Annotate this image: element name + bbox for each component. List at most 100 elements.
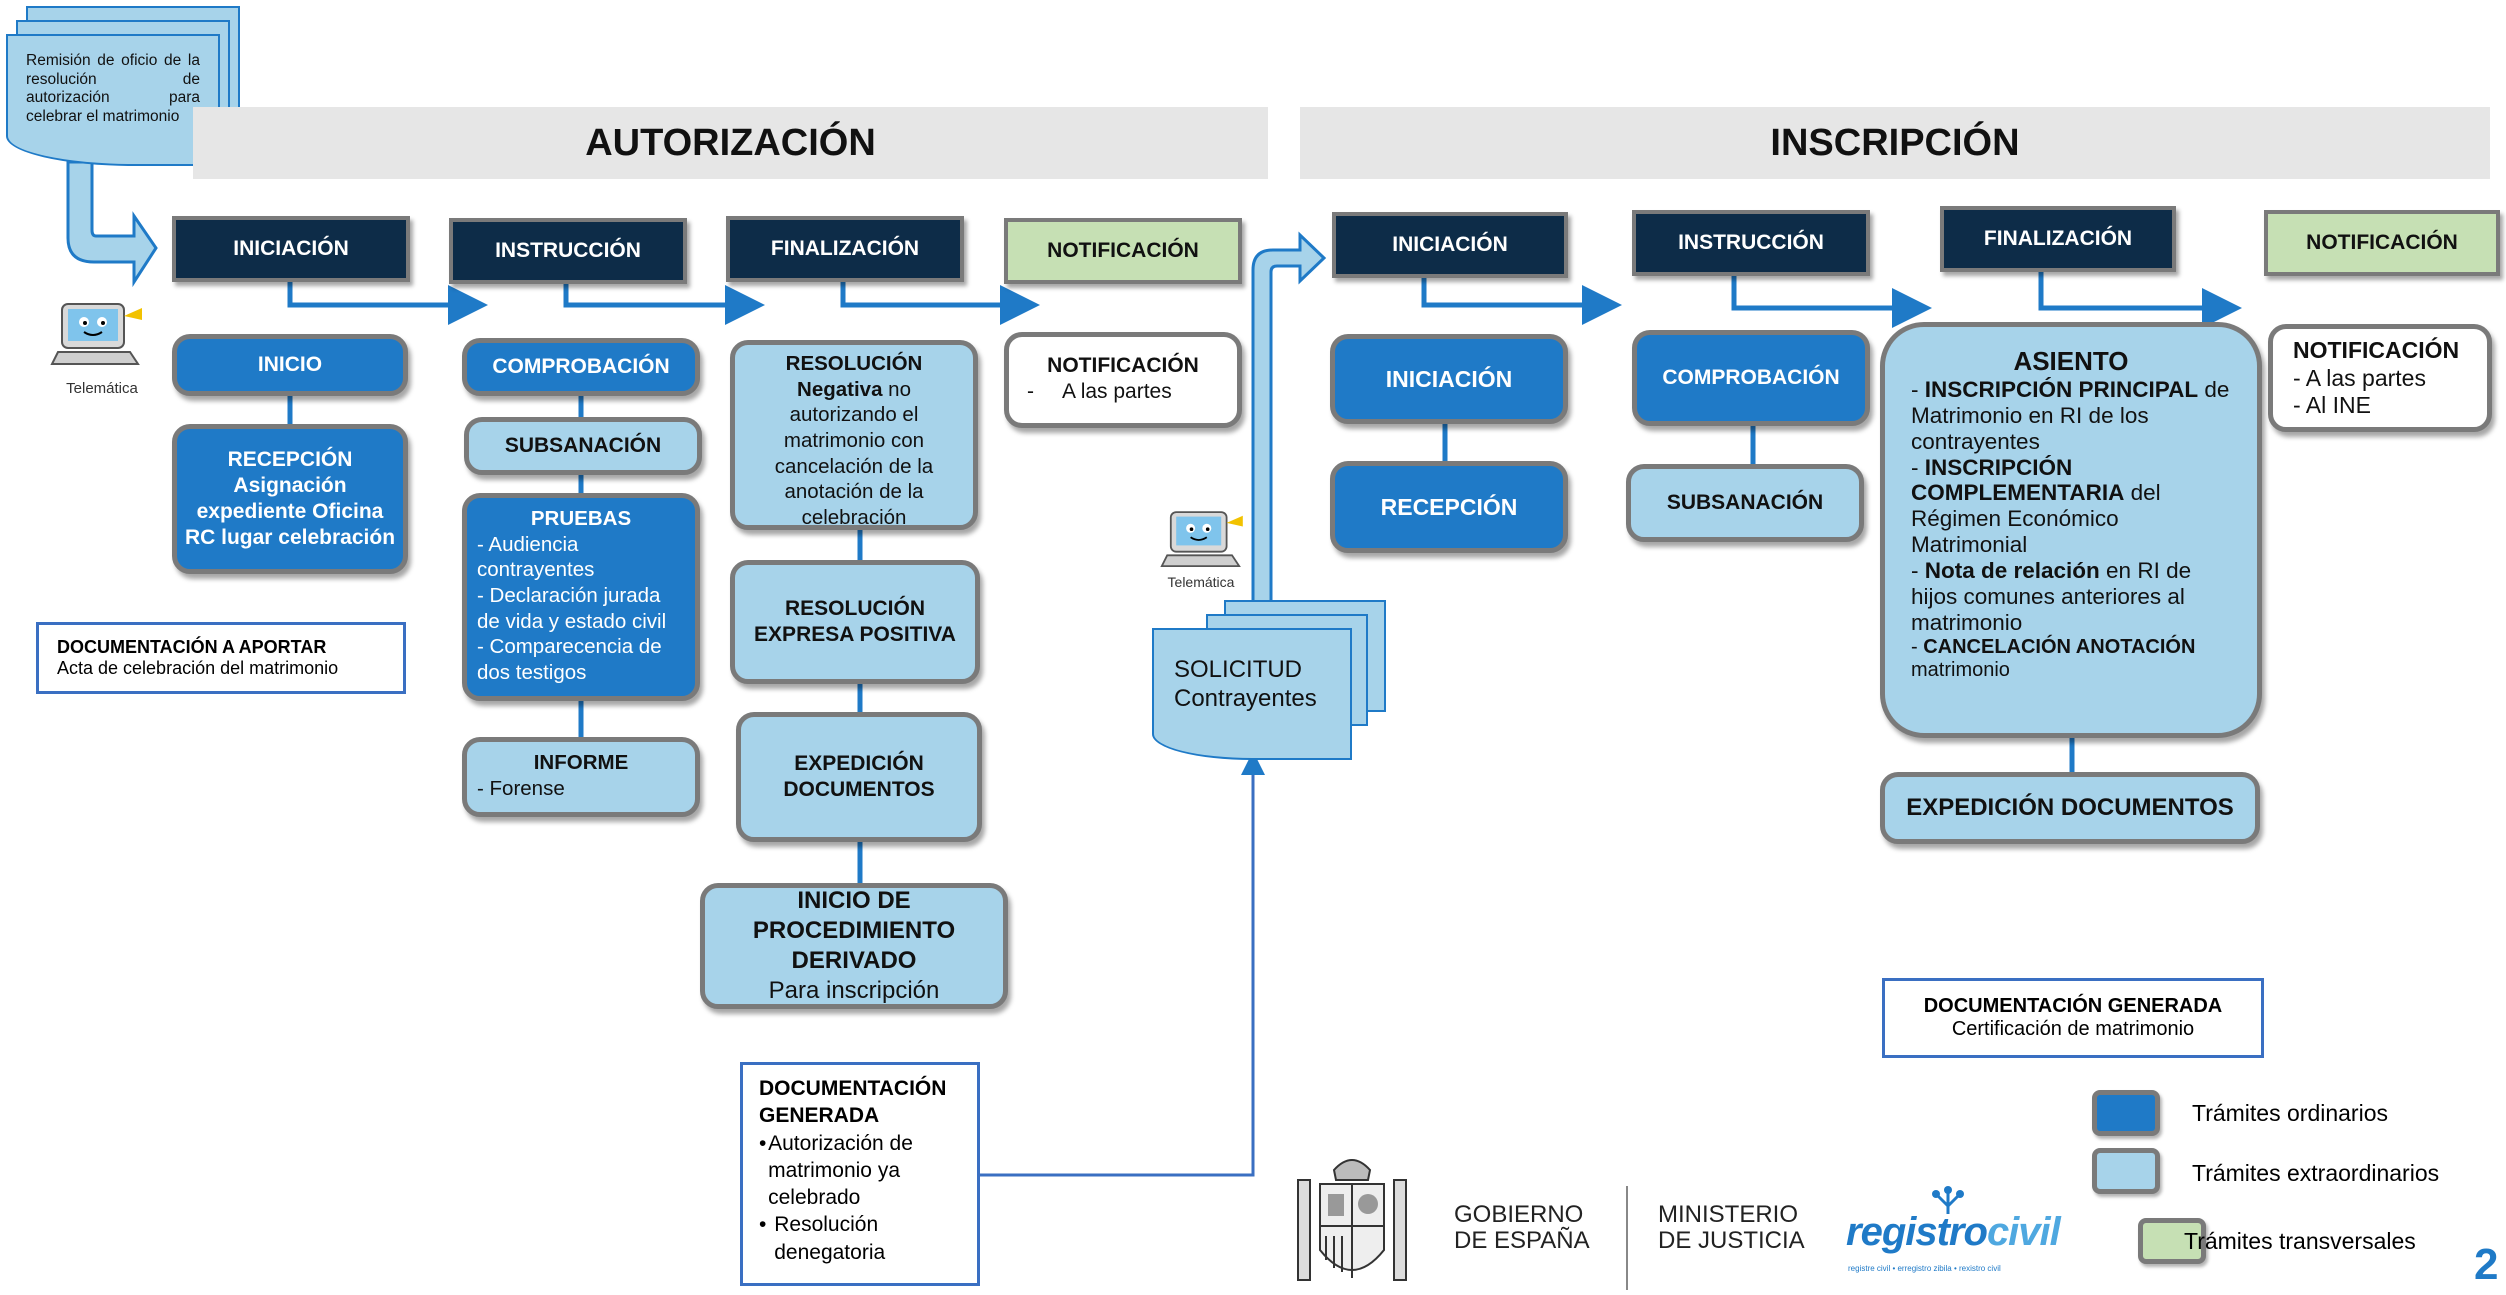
footer-divider <box>1626 1186 1628 1290</box>
insc-asiento-item-2: - INSCRIPCIÓN COMPLEMENTARIA del Régimen… <box>1911 454 2161 558</box>
auth-inicio: INICIO <box>172 334 408 396</box>
remision-note: Remisión de oficio de la resolución de a… <box>6 34 220 166</box>
solicitud-line1: SOLICITUD <box>1174 656 1303 683</box>
auth-resolucion-negativa-bold: Negativa <box>797 377 883 401</box>
legend-label-ordinarios: Trámites ordinarios <box>2192 1100 2388 1126</box>
auth-inicio-procedimiento-sub: Para inscripción <box>768 977 940 1004</box>
legend-swatch-transversales <box>2138 1218 2206 1264</box>
legend-swatch-ordinarios <box>2092 1090 2160 1136</box>
auth-phase-finalizacion: FINALIZACIÓN <box>726 216 964 282</box>
logo-part-civil: civil <box>1986 1210 2061 1254</box>
legend-swatch-extraordinarios <box>2092 1148 2160 1194</box>
auth-subsanacion: SUBSANACIÓN <box>464 417 702 475</box>
auth-pruebas-title: PRUEBAS <box>530 507 632 530</box>
registro-civil-wordmark: registrocivil <box>1846 1210 2061 1255</box>
auth-doc-generada-item-1-text: Autorización de matrimonio ya celebrado <box>768 1131 913 1210</box>
auth-informe-item: - Forense <box>477 776 565 800</box>
auth-informe: INFORME - Forense <box>462 737 700 817</box>
insc-asiento-title: ASIENTO <box>2013 346 2129 376</box>
solicitud-contrayentes: SOLICITUD Contrayentes <box>1152 628 1352 760</box>
auth-doc-aportar-body: Acta de celebración del matrimonio <box>57 658 339 678</box>
insc-asiento-item-4-text: matrimonio <box>1911 658 2010 681</box>
auth-informe-title: INFORME <box>533 751 629 774</box>
auth-recepcion-title: RECEPCIÓN <box>227 447 353 471</box>
auth-doc-aportar: DOCUMENTACIÓN A APORTAR Acta de celebrac… <box>36 622 406 694</box>
insc-asiento-item-3-text: en RI de hijos comunes anteriores al mat… <box>1911 558 2192 635</box>
auth-phase-notificacion: NOTIFICACIÓN <box>1004 218 1242 284</box>
logo-part-registro: registro <box>1846 1210 1988 1254</box>
auth-resolucion-positiva-line1: RESOLUCIÓN <box>784 596 925 620</box>
auth-phase-instruccion: INSTRUCCIÓN <box>449 218 687 284</box>
auth-resolucion-negativa: RESOLUCIÓN Negativa no autorizando el ma… <box>730 340 978 530</box>
auth-doc-aportar-title: DOCUMENTACIÓN A APORTAR <box>57 637 327 657</box>
auth-expedicion-line2: DOCUMENTOS <box>783 778 935 801</box>
auth-doc-generada-item-2: •Resolución denegatoria <box>759 1211 961 1266</box>
registro-civil-emblem-icon <box>1932 1186 1964 1214</box>
telematica-label: Telemática <box>66 380 138 397</box>
gobierno-espana-text: GOBIERNO DE ESPAÑA <box>1454 1201 1590 1255</box>
auth-expedicion-documentos: EXPEDICIÓN DOCUMENTOS <box>736 712 982 842</box>
insc-asiento-item-2-text: del Régimen Económico Matrimonial <box>1911 480 2161 558</box>
insc-phase-iniciacion: INICIACIÓN <box>1332 212 1568 278</box>
insc-notificacion-item-1: - A las partes <box>2293 364 2426 391</box>
insc-notificacion-box: NOTIFICACIÓN - A las partes - Al INE <box>2268 324 2492 432</box>
ministerio-line2: DE JUSTICIA <box>1658 1227 1805 1255</box>
page-number: 2 <box>2474 1240 2499 1289</box>
insc-asiento: ASIENTO - INSCRIPCIÓN PRINCIPAL de Matri… <box>1880 322 2262 738</box>
insc-asiento-item-4: - CANCELACIÓN ANOTACIÓN matrimonio <box>1911 635 2196 681</box>
insc-notificacion-item-2: - Al INE <box>2293 392 2371 419</box>
registro-civil-logo: registrocivil registre civil • erregistr… <box>1846 1180 2061 1288</box>
insc-phase-finalizacion: FINALIZACIÓN <box>1940 206 2176 272</box>
insc-recepcion: RECEPCIÓN <box>1330 461 1568 553</box>
auth-comprobacion: COMPROBACIÓN <box>462 338 700 396</box>
legend-label-transversales: Trámites transversales <box>2184 1228 2416 1254</box>
auth-pruebas-item-1: - Audiencia contrayentes <box>477 532 595 582</box>
auth-notificacion-item: - A las partes <box>1027 380 1172 404</box>
auth-doc-generada-item-2-text: Resolución denegatoria <box>774 1213 886 1264</box>
auth-notificacion-title: NOTIFICACIÓN <box>1047 354 1199 377</box>
insc-asiento-item-4-bold: CANCELACIÓN ANOTACIÓN <box>1923 635 2196 658</box>
auth-inicio-procedimiento-title: INICIO DE PROCEDIMIENTO DERIVADO <box>752 887 956 974</box>
ministerio-justicia-text: MINISTERIO DE JUSTICIA <box>1658 1201 1805 1255</box>
auth-inicio-procedimiento: INICIO DE PROCEDIMIENTO DERIVADO Para in… <box>700 883 1008 1009</box>
auth-doc-generada-item-1: •Autorización de matrimonio ya celebrado <box>759 1130 961 1212</box>
insc-iniciacion: INICIACIÓN <box>1330 334 1568 424</box>
insc-asiento-item-2-bold: INSCRIPCIÓN COMPLEMENTARIA <box>1911 454 2125 506</box>
insc-expedicion-documentos: EXPEDICIÓN DOCUMENTOS <box>1880 772 2260 844</box>
auth-recepcion-body: Asignación expediente Oficina RC lugar c… <box>184 473 396 550</box>
section-inscripcion: INSCRIPCIÓN <box>1300 107 2490 179</box>
gobierno-line2: DE ESPAÑA <box>1454 1227 1590 1255</box>
auth-resolucion-positiva-line2: EXPRESA POSITIVA <box>754 623 956 646</box>
auth-notificacion-box: NOTIFICACIÓN - A las partes <box>1004 332 1242 428</box>
insc-asiento-item-1-bold: INSCRIPCIÓN PRINCIPAL <box>1924 376 2199 402</box>
insc-comprobacion: COMPROBACIÓN <box>1632 330 1870 426</box>
gobierno-line1: GOBIERNO <box>1454 1201 1584 1228</box>
insc-doc-generada-body: Certificación de matrimonio <box>1951 1018 2195 1040</box>
computer-icon <box>50 300 150 370</box>
auth-expedicion-line1: EXPEDICIÓN <box>794 751 924 775</box>
auth-recepcion: RECEPCIÓN Asignación expediente Oficina … <box>172 424 408 574</box>
insc-notificacion-title: NOTIFICACIÓN <box>2293 337 2460 363</box>
auth-doc-generada-title: DOCUMENTACIÓN GENERADA <box>759 1077 947 1128</box>
insc-asiento-item-3: - Nota de relación en RI de hijos comune… <box>1911 558 2192 635</box>
auth-resolucion-positiva: RESOLUCIÓN EXPRESA POSITIVA <box>730 560 980 684</box>
insc-phase-instruccion: INSTRUCCIÓN <box>1632 210 1870 276</box>
auth-resolucion-negativa-text: no autorizando el matrimonio con cancela… <box>774 377 934 529</box>
auth-phase-iniciacion: INICIACIÓN <box>172 216 410 282</box>
insc-asiento-item-1-text: de Matrimonio en RI de los contrayentes <box>1911 376 2230 454</box>
solicitud-line2: Contrayentes <box>1174 684 1317 712</box>
coat-of-arms-logo <box>1282 1150 1422 1290</box>
computer-icon <box>1160 508 1250 572</box>
section-autorizacion: AUTORIZACIÓN <box>193 107 1268 179</box>
insc-asiento-item-1: - INSCRIPCIÓN PRINCIPAL de Matrimonio en… <box>1911 376 2230 454</box>
registro-civil-tagline: registre civil • erregistro zibila • rex… <box>1848 1264 2001 1273</box>
ministerio-line1: MINISTERIO <box>1658 1201 1799 1228</box>
solicitud-telematica-label: Telemática <box>1167 574 1235 590</box>
insc-asiento-item-3-bold: Nota de relación <box>1924 558 2100 584</box>
auth-pruebas-item-3: - Comparecencia de dos testigos <box>477 635 662 684</box>
auth-pruebas: PRUEBAS - Audiencia contrayentes - Decla… <box>462 493 700 701</box>
legend-label-extraordinarios: Trámites extraordinarios <box>2192 1160 2440 1186</box>
auth-pruebas-item-2: - Declaración jurada de vida y estado ci… <box>477 583 667 633</box>
auth-doc-generada: DOCUMENTACIÓN GENERADA •Autorización de … <box>740 1062 980 1286</box>
